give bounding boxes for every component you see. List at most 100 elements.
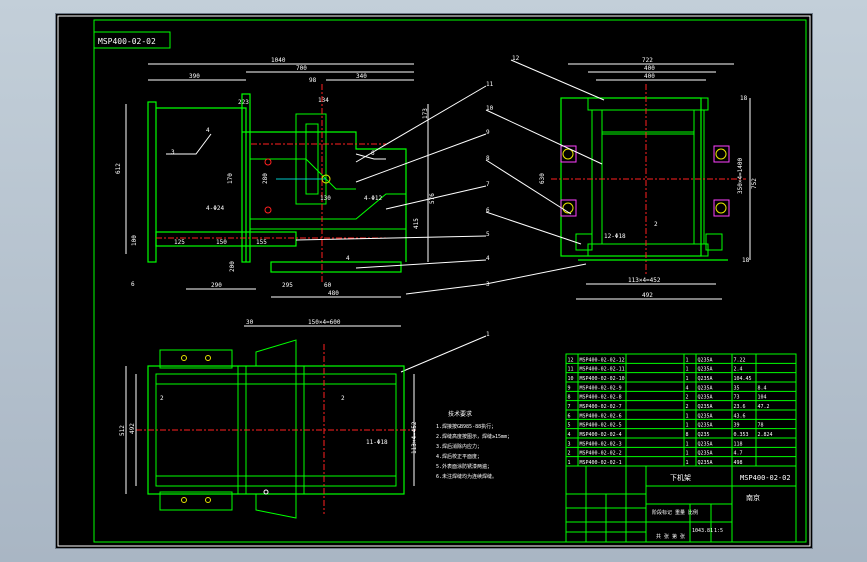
dim-label-155: 155 (256, 239, 267, 246)
bom-cell: 1 (686, 367, 689, 373)
bom-cell: 118 (734, 441, 743, 447)
part-balloons: 12 11 10 9 8 7 6 5 4 3 1 (295, 55, 605, 373)
bom-cell: 1 (568, 460, 571, 466)
bom-cell: 1 (686, 376, 689, 382)
plan-dim-512: 512 (119, 425, 126, 436)
side-view: 722 400 400 350×4=1400 752 630 18 18 113… (539, 57, 758, 300)
bom-cell: 2 (686, 404, 689, 410)
bom-cell: 8 (686, 432, 689, 438)
weld-label-3: 3 (171, 149, 175, 156)
balloon-12: 12 (512, 55, 520, 62)
bom-cell: 4.7 (734, 451, 743, 457)
dim-label-223: 223 (238, 99, 249, 106)
bom-cell: 104 (758, 395, 767, 401)
sheet-outer-border (57, 15, 811, 547)
bom-cell: 78 (758, 423, 764, 429)
balloon-4: 4 (486, 255, 490, 262)
dim-label-125: 125 (174, 239, 185, 246)
bom-cell: 1 (686, 460, 689, 466)
title-scale: 1:5 (714, 528, 723, 534)
bom-cell: MSP400-02-02-10 (580, 376, 625, 382)
side-dim-18a: 18 (740, 95, 748, 102)
plan-weld-2b: 2 (341, 395, 345, 402)
title-drawing-number: MSP400-02-02 (740, 474, 791, 482)
plan-dim-11-d18: 11-Φ18 (366, 439, 388, 446)
bom-cell: Q235A (698, 423, 713, 429)
bom-cell: 5 (568, 423, 571, 429)
dim-label-295: 295 (282, 282, 293, 289)
bom-cell: 23.6 (734, 404, 746, 410)
dim-label-4-d24: 4-Φ24 (206, 205, 224, 212)
plan-dim-150x4: 150×4=600 (308, 319, 341, 326)
balloon-8: 8 (486, 155, 490, 162)
bom-cell: 6 (568, 413, 571, 419)
bom-cell: 4 (686, 385, 689, 391)
bom-cell: 1 (686, 451, 689, 457)
bom-cell: 2 (568, 451, 571, 457)
bom-cell: 4 (568, 432, 571, 438)
bom-cell: Q235A (698, 367, 713, 373)
bom-cell: MSP400-02-02-12 (580, 357, 625, 363)
bom-cell: 9 (568, 385, 571, 391)
dim-label-612: 612 (115, 163, 122, 174)
bom-cell: MSP400-02-02-5 (580, 423, 622, 429)
bom-cell: 3 (568, 441, 571, 447)
dim-label-60: 60 (324, 282, 332, 289)
balloon-11: 11 (486, 81, 494, 88)
balloon-7: 7 (486, 181, 490, 188)
bom-cell: 2 (686, 395, 689, 401)
bom-cell: MSP400-02-02-7 (580, 404, 622, 410)
drawing-number-mirrored: MSP400-02-02 (98, 37, 156, 46)
bom-cell: 498 (734, 460, 743, 466)
front-view: 1040 390 700 340 98 223 134 612 576 41 (115, 57, 436, 298)
bom-cell: Q235A (698, 451, 713, 457)
weld-label-4: 4 (206, 127, 210, 134)
note-6: 6.未注焊缝均为连续焊缝。 (436, 473, 497, 480)
bom-cell: 43.6 (734, 413, 746, 419)
bom-cell: Q235 (698, 432, 710, 438)
dim-label-98: 98 (309, 77, 317, 84)
bom-cell: 1 (686, 423, 689, 429)
bom-cell: 2.4 (734, 367, 743, 373)
bom-cell: MSP400-02-02-8 (580, 395, 622, 401)
side-dim-752: 752 (751, 178, 758, 189)
side-dim-400b: 400 (644, 73, 655, 80)
dim-label-700: 700 (296, 65, 307, 72)
bom-cell: 2.824 (758, 432, 773, 438)
dim-label-290: 290 (211, 282, 222, 289)
dim-label-280: 280 (262, 173, 269, 184)
side-dim-12-d18: 12-Φ18 (604, 233, 626, 240)
bom-cell: Q235A (698, 376, 713, 382)
bom-cell: 11 (568, 367, 574, 373)
title-stage-label: 阶段标记 重量 比例 (652, 509, 698, 516)
bom-cell: 7.22 (734, 357, 746, 363)
balloon-10: 10 (486, 105, 494, 112)
bom-cell: 39 (734, 423, 740, 429)
side-dim-722: 722 (642, 57, 653, 64)
bom-cell: Q235A (698, 441, 713, 447)
weld-label-6: 6 (131, 281, 135, 288)
bom-cell: Q235A (698, 357, 713, 363)
bom-cell: MSP400-02-02-4 (580, 432, 622, 438)
weld-label-4b: 4 (346, 255, 350, 262)
weld-label-b: 6 (371, 150, 375, 157)
bom-cell: MSP400-02-02-1 (580, 460, 622, 466)
note-1: 1.焊接按GB985-88执行； (436, 423, 496, 430)
dim-label-4-hole: 4-Φ12 (364, 195, 382, 202)
dim-label-130: 130 (320, 195, 331, 202)
side-dim-400a: 400 (644, 65, 655, 72)
technical-notes: 技术要求 1.焊接按GB985-88执行； 2.焊缝高度按图示，焊缝≥15mm；… (436, 410, 512, 480)
side-dim-18b: 18 (742, 257, 750, 264)
plan-dim-113x4: 113×4=452 (411, 421, 418, 454)
note-2: 2.焊缝高度按图示，焊缝≥15mm； (436, 433, 512, 440)
bom-cell: 1 (686, 357, 689, 363)
plan-dim-492: 492 (129, 423, 136, 434)
side-weld: 2 (654, 221, 658, 228)
bom-cell: 12 (568, 357, 574, 363)
drawing-canvas[interactable]: MSP400-02-02 1040 390 700 340 98 223 134… (56, 14, 812, 548)
bom-cell: 104.45 (734, 376, 752, 382)
dim-label-100: 100 (131, 235, 138, 246)
bom-cell: Q235A (698, 395, 713, 401)
bom-cell: Q235A (698, 385, 713, 391)
title-sheet: 共 张 第 张 (656, 533, 685, 540)
